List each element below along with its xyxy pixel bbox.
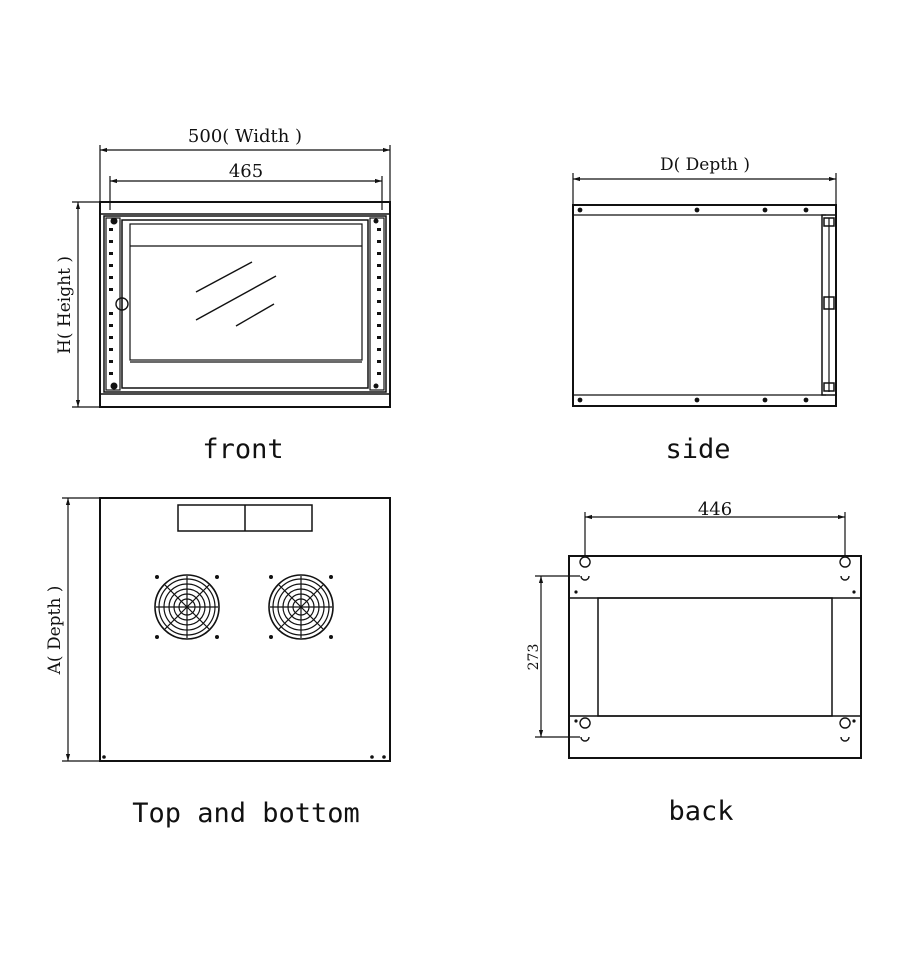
mounting-keyholes	[579, 556, 851, 742]
top-view: A( Depth )	[45, 497, 391, 829]
back-height-label: 273	[526, 644, 542, 671]
back-width-dimension	[584, 512, 846, 556]
front-caption: front	[202, 434, 283, 465]
back-width-label: 446	[698, 499, 732, 520]
side-caption: side	[665, 434, 730, 465]
back-small-holes	[574, 590, 856, 723]
fan-right-icon	[268, 574, 334, 640]
front-door-frame	[121, 219, 369, 389]
back-opening	[597, 597, 833, 717]
back-panel-outline	[568, 555, 862, 759]
side-depth-label: D( Depth )	[660, 155, 750, 175]
front-glass-panel	[129, 223, 363, 361]
side-view: D( Depth ) side	[572, 155, 837, 465]
front-height-label: H( Height )	[55, 256, 75, 354]
front-inner-width-label: 465	[229, 161, 263, 182]
back-view: 446 273 back	[526, 499, 862, 827]
back-height-dimension	[535, 575, 580, 738]
front-right-rail	[369, 217, 385, 391]
glass-reflection-lines	[195, 261, 277, 327]
front-cabinet-outline	[99, 201, 391, 408]
front-width-dimension	[99, 145, 391, 210]
side-depth-dimension	[572, 173, 837, 205]
back-caption: back	[668, 796, 733, 827]
front-height-dimension	[72, 201, 100, 408]
cable-entry-slot	[177, 504, 313, 532]
side-door-edge	[821, 214, 837, 396]
top-depth-label: A( Depth )	[45, 586, 65, 676]
top-depth-dimension	[62, 497, 100, 762]
side-cabinet-outline	[572, 204, 837, 407]
door-lock-icon	[115, 297, 129, 311]
top-caption: Top and bottom	[132, 798, 360, 829]
bottom-corner-holes	[102, 755, 386, 759]
side-screw-holes	[577, 207, 809, 403]
front-corner-bolts	[110, 217, 379, 390]
fan-left-icon	[154, 574, 220, 640]
front-left-rail	[105, 217, 121, 391]
front-rail-holes	[109, 228, 381, 375]
front-inner-width-dimension	[109, 176, 383, 210]
front-view: 500( Width ) 465 H( Height )	[55, 126, 391, 465]
top-panel-outline	[99, 497, 391, 762]
side-hinges	[823, 217, 835, 392]
front-width-label: 500( Width )	[188, 126, 302, 147]
